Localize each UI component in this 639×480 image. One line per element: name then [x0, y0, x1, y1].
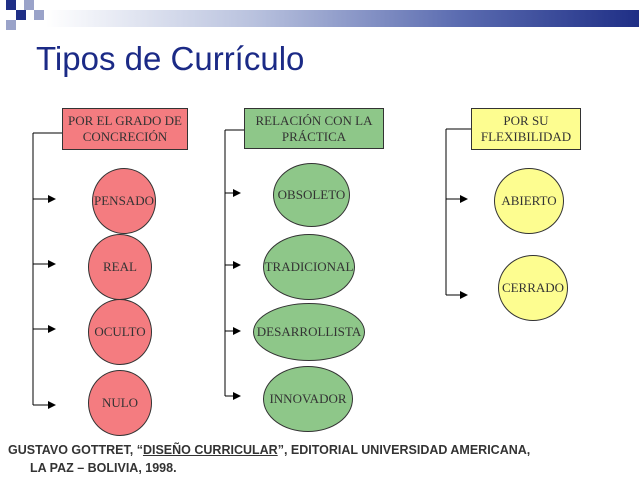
node-desarrollista: DESARROLLISTA: [253, 303, 365, 361]
node-nulo: NULO: [88, 370, 152, 436]
node-cerrado: CERRADO: [498, 255, 568, 321]
header-gradient-bar: [46, 10, 639, 27]
corner-square: [6, 0, 16, 10]
header-line: POR EL GRADO DE: [68, 113, 182, 128]
citation-book: DISEÑO CURRICULAR: [142, 443, 278, 457]
header-line: FLEXIBILIDAD: [480, 129, 572, 144]
node-oculto: OCULTO: [88, 299, 152, 365]
citation-line-2: LA PAZ – BOLIVIA, 1998.: [30, 461, 177, 475]
node-innovador: INNOVADOR: [263, 366, 353, 432]
header-line: POR SU: [503, 113, 549, 128]
node-obsoleto: OBSOLETO: [273, 163, 350, 227]
node-real: REAL: [88, 234, 152, 300]
corner-square: [16, 10, 26, 20]
corner-square: [24, 0, 34, 10]
node-abierto: ABIERTO: [494, 168, 564, 234]
citation: GUSTAVO GOTTRET, “DISEÑO CURRICULAR”, ED…: [8, 441, 530, 477]
node-tradicional: TRADICIONAL: [263, 234, 355, 300]
citation-author: GUSTAVO GOTTRET, “: [8, 443, 143, 457]
header-line: RELACIÓN CON LA: [255, 112, 373, 128]
citation-line-1: GUSTAVO GOTTRET, “DISEÑO CURRICULAR”, ED…: [8, 441, 530, 459]
page-title: Tipos de Currículo: [36, 40, 305, 77]
header-line: CONCRECIÓN: [82, 129, 168, 144]
citation-publisher: ”, EDITORIAL UNIVERSIDAD AMERICANA,: [277, 443, 531, 457]
corner-square: [6, 20, 16, 30]
header-line: PRÁCTICA: [281, 128, 347, 144]
corner-square: [34, 10, 44, 20]
node-pensado: PENSADO: [92, 168, 156, 234]
